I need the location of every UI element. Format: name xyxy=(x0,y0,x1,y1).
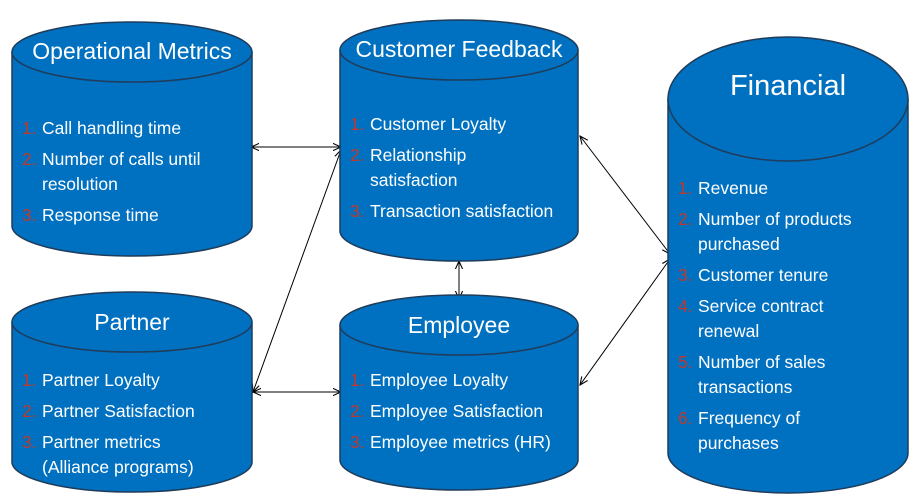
item-text: Frequency of purchases xyxy=(698,408,801,453)
item-text: Relationship satisfaction xyxy=(370,145,467,190)
item-text: Employee Satisfaction xyxy=(370,401,544,421)
item-text: Partner Satisfaction xyxy=(42,401,195,421)
list-item: 1.Call handling time xyxy=(22,116,237,141)
list-item: 1.Revenue xyxy=(678,176,900,201)
item-text: Employee metrics (HR) xyxy=(370,432,551,452)
item-text: Number of sales transactions xyxy=(698,352,826,397)
item-text: Employee Loyalty xyxy=(370,370,509,390)
item-text: Partner Loyalty xyxy=(42,370,160,390)
item-number: 1. xyxy=(22,370,37,390)
item-number: 4. xyxy=(678,296,693,316)
employee-list: 1.Employee Loyalty 2.Employee Satisfacti… xyxy=(350,368,572,461)
list-item: 4.Service contract renewal xyxy=(678,294,900,344)
item-text: Partner metrics (Alliance programs) xyxy=(42,432,194,477)
item-number: 2. xyxy=(22,401,37,421)
list-item: 2.Number of calls until resolution xyxy=(22,147,237,197)
cylinder-operational-metrics xyxy=(11,21,253,257)
item-number: 2. xyxy=(350,401,365,421)
item-text: Response time xyxy=(42,205,159,225)
item-text: Transaction satisfaction xyxy=(370,201,554,221)
item-number: 1. xyxy=(22,118,37,138)
connector-partner-customer xyxy=(253,150,341,392)
operational-metrics-title: Operational Metrics xyxy=(32,38,232,64)
list-item: 1.Customer Loyalty xyxy=(350,112,572,137)
item-number: 2. xyxy=(350,145,365,165)
list-item: 1.Employee Loyalty xyxy=(350,368,572,393)
item-number: 1. xyxy=(350,370,365,390)
item-number: 3. xyxy=(350,201,365,221)
item-number: 1. xyxy=(350,114,365,134)
list-item: 2.Partner Satisfaction xyxy=(22,399,244,424)
customer-feedback-title: Customer Feedback xyxy=(355,36,563,62)
list-item: 2.Employee Satisfaction xyxy=(350,399,572,424)
financial-list: 1.Revenue 2.Number of products purchased… xyxy=(678,176,900,462)
item-number: 6. xyxy=(678,408,693,428)
connector-customer-financial xyxy=(580,136,670,254)
customer-feedback-list: 1.Customer Loyalty 2.Relationship satisf… xyxy=(350,112,572,230)
connector-employee-financial xyxy=(580,259,670,385)
item-number: 1. xyxy=(678,178,693,198)
employee-title: Employee xyxy=(407,312,511,338)
item-text: Service contract renewal xyxy=(698,296,824,341)
list-item: 3.Employee metrics (HR) xyxy=(350,430,572,455)
item-text: Call handling time xyxy=(42,118,182,138)
item-number: 2. xyxy=(22,149,37,169)
item-text: Number of calls until resolution xyxy=(42,149,201,194)
cylinder-financial xyxy=(667,36,909,494)
item-text: Revenue xyxy=(698,178,769,198)
list-item: 3.Customer tenure xyxy=(678,263,900,288)
item-text: Number of products purchased xyxy=(698,209,852,254)
item-text: Customer tenure xyxy=(698,265,829,285)
item-number: 3. xyxy=(22,205,37,225)
list-item: 1.Partner Loyalty xyxy=(22,368,244,393)
list-item: 2.Number of products purchased xyxy=(678,207,900,257)
list-item: 3.Partner metrics (Alliance programs) xyxy=(22,430,244,480)
item-text: Customer Loyalty xyxy=(370,114,507,134)
partner-title: Partner xyxy=(94,309,170,335)
list-item: 3.Transaction satisfaction xyxy=(350,199,572,224)
item-number: 5. xyxy=(678,352,693,372)
cylinder-employee xyxy=(339,294,579,491)
item-number: 3. xyxy=(22,432,37,452)
cylinder-customer-feedback xyxy=(339,19,579,262)
list-item: 6.Frequency of purchases xyxy=(678,406,900,456)
list-item: 3.Response time xyxy=(22,203,237,228)
partner-list: 1.Partner Loyalty 2.Partner Satisfaction… xyxy=(22,368,244,486)
financial-title: Financial xyxy=(729,70,847,102)
item-number: 3. xyxy=(678,265,693,285)
list-item: 5.Number of sales transactions xyxy=(678,350,900,400)
item-number: 2. xyxy=(678,209,693,229)
operational-metrics-list: 1.Call handling time 2.Number of calls u… xyxy=(22,116,237,234)
cylinder-partner xyxy=(11,291,253,493)
item-number: 3. xyxy=(350,432,365,452)
list-item: 2.Relationship satisfaction xyxy=(350,143,572,193)
